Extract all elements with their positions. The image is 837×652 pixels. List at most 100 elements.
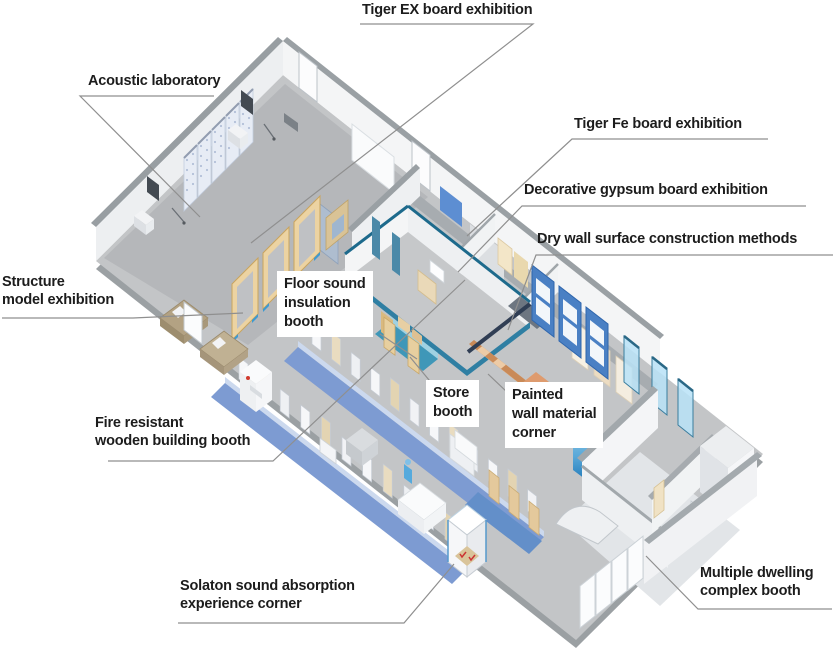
perforation-dot xyxy=(213,140,217,144)
perforation-dot xyxy=(213,150,217,154)
leader-drywall xyxy=(507,254,833,331)
perforation-dot xyxy=(227,126,231,130)
red-check-icon xyxy=(468,554,476,562)
panel-top-edge xyxy=(211,116,226,131)
person-icon xyxy=(404,464,412,484)
sliding-door xyxy=(579,572,596,630)
label-store-booth: Store booth xyxy=(426,380,480,427)
sliding-door xyxy=(611,547,628,604)
perforation-dot xyxy=(233,110,237,114)
frame-base-strip xyxy=(252,314,258,323)
perforation-dot xyxy=(241,122,245,126)
label-fire-resistant-wooden-building-booth: Fire resistant wooden building booth xyxy=(95,415,251,449)
perforation-dot xyxy=(219,124,223,128)
pillar xyxy=(372,216,380,260)
wood-sample-board xyxy=(383,316,396,356)
leader-multiple xyxy=(645,555,832,610)
tiger-ex-wood-frames xyxy=(231,194,349,343)
sliding-door xyxy=(595,560,612,617)
glass-top-edge xyxy=(651,356,668,370)
panel-window xyxy=(590,339,604,367)
outer-walls xyxy=(91,37,664,392)
door-icon xyxy=(183,300,203,346)
panel-top-edge xyxy=(183,144,198,159)
perforation-dot xyxy=(205,138,209,142)
frame-base-strip xyxy=(314,252,320,261)
perforation-dot xyxy=(227,146,231,150)
sample-board xyxy=(390,377,400,413)
sample-board xyxy=(370,366,381,398)
panel-window xyxy=(563,299,577,325)
leader-fire xyxy=(108,279,466,462)
perforation-dot xyxy=(199,164,203,168)
lab-desk xyxy=(134,176,186,235)
leader-painted xyxy=(487,373,509,394)
perforation-dot xyxy=(205,168,209,172)
gypsum-board-sample xyxy=(497,237,513,276)
leader-decorative xyxy=(457,205,806,273)
leader-acoustic xyxy=(78,95,214,218)
perforation-dot xyxy=(247,126,251,130)
perforation-dot xyxy=(199,174,203,178)
leader-lines xyxy=(2,23,833,624)
perforation-dot xyxy=(213,160,217,164)
panel-window xyxy=(590,320,604,346)
panel-top-edge xyxy=(225,102,240,117)
gypsum-board-sample xyxy=(514,251,528,288)
perforation-dot xyxy=(191,152,195,156)
perforation-dot xyxy=(247,116,251,120)
wall-frame xyxy=(429,259,445,284)
sample-board xyxy=(409,397,420,428)
label-floor-sound-insulation-booth: Floor sound insulation booth xyxy=(277,271,373,337)
perforation-dot xyxy=(213,130,217,134)
perforation-dot xyxy=(191,172,195,176)
board-stack xyxy=(417,269,437,305)
panel-window xyxy=(536,278,550,304)
label-tiger-fe-board-exhibition: Tiger Fe board exhibition xyxy=(574,116,742,132)
solaton-experience-booth xyxy=(447,504,487,579)
label-painted-wall-material-corner: Painted wall material corner xyxy=(505,382,604,448)
perforation-dot xyxy=(227,116,231,120)
perforation-dot xyxy=(191,182,195,186)
sample-board xyxy=(528,500,540,537)
wood-frame-opening xyxy=(237,271,253,329)
structure-model-tables xyxy=(159,299,272,412)
perforation-dot xyxy=(185,168,189,172)
sample-board xyxy=(382,463,393,499)
label-solaton-sound-absorption-experience-corner: Solaton sound absorption experience corn… xyxy=(180,578,355,612)
person-icon xyxy=(405,459,411,465)
perforation-dot xyxy=(219,154,223,158)
perforation-dot xyxy=(191,162,195,166)
door-icon xyxy=(653,479,665,519)
frame-base-strip xyxy=(263,303,269,312)
display-panel xyxy=(351,122,395,195)
lab-desk xyxy=(228,90,298,149)
sample-board xyxy=(279,388,290,419)
perforation-dot xyxy=(219,144,223,148)
panel-window xyxy=(563,318,577,346)
door-icon xyxy=(298,50,318,104)
label-tiger-ex-board-exhibition: Tiger EX board exhibition xyxy=(362,2,533,18)
speaker-icon xyxy=(284,113,298,132)
red-dot xyxy=(246,376,250,380)
glass-top-edge xyxy=(677,378,694,392)
glass-top-edge xyxy=(623,335,640,349)
multiple-dwelling-rooms xyxy=(555,386,762,630)
sample-board xyxy=(350,351,361,383)
perforation-dot xyxy=(205,148,209,152)
panel-window xyxy=(536,297,550,325)
leader-tiger-ex xyxy=(250,23,535,244)
label-acoustic-laboratory: Acoustic laboratory xyxy=(88,73,221,89)
panel-top-edge xyxy=(197,130,212,145)
sample-board xyxy=(488,469,500,505)
perforation-dot xyxy=(185,188,189,192)
perforation-dot xyxy=(233,120,237,124)
perforation-dot xyxy=(185,178,189,182)
label-multiple-dwelling-complex-booth: Multiple dwelling complex booth xyxy=(700,565,814,599)
red-check-icon xyxy=(459,551,467,559)
sliding-glass-doors xyxy=(579,535,644,630)
label-decorative-gypsum-board-exhibition: Decorative gypsum board exhibition xyxy=(524,182,768,198)
perforation-dot xyxy=(205,158,209,162)
leader-structure xyxy=(2,312,244,319)
